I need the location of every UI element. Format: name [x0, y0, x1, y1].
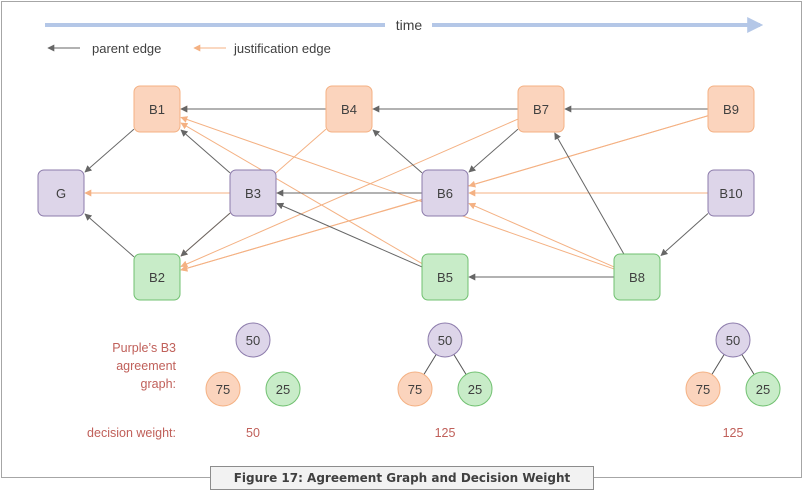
agreement-node-right	[265, 371, 301, 407]
block-b6: B6	[421, 169, 469, 217]
legend-parent-edge-label: parent edge	[92, 41, 161, 56]
block-label: B9	[723, 102, 739, 117]
agreement-node-right	[457, 371, 493, 407]
parent-edge-b3-to-b1	[180, 129, 231, 174]
block-label: B2	[149, 270, 165, 285]
block-box	[613, 253, 661, 301]
agreement-node-value: 25	[276, 382, 290, 397]
decision-weight-value: 50	[246, 426, 260, 440]
parent-edge-b10-to-b8	[660, 213, 709, 257]
agreement-node-value: 75	[216, 382, 230, 397]
timeline-label: time	[396, 17, 423, 33]
parent-edge-b5-to-b3	[276, 202, 423, 268]
decision-weight-value: 125	[435, 426, 456, 440]
block-b2: B2	[133, 253, 181, 301]
block-box	[421, 253, 469, 301]
block-b3: B3	[229, 169, 277, 217]
block-label: B4	[341, 102, 357, 117]
figure-caption: Figure 17: Agreement Graph and Decision …	[210, 466, 594, 490]
agreement-node-top	[235, 322, 271, 358]
agreement-graph-1: 50 75 25 50	[205, 322, 301, 440]
agreement-graph-3: 50 75 25 125	[685, 322, 781, 440]
block-b10: B10	[707, 169, 755, 217]
block-b4: B4	[325, 85, 373, 133]
edges-layer	[84, 105, 709, 281]
parent-edge-b2-to-g	[84, 213, 135, 258]
block-b1: B1	[133, 85, 181, 133]
block-box	[37, 169, 85, 217]
agreement-graph-2: 50 75 25 125	[397, 322, 493, 440]
agreement-node-left	[685, 371, 721, 407]
block-b7: B7	[517, 85, 565, 133]
agreement-label-line-3: graph:	[141, 377, 176, 391]
block-box	[133, 85, 181, 133]
agreement-label-line-1: Purple’s B3	[112, 341, 176, 355]
agreement-node-value: 75	[408, 382, 422, 397]
block-box	[421, 169, 469, 217]
agreement-node-top	[427, 322, 463, 358]
parent-edge-b7-to-b6	[468, 128, 519, 173]
decision-weight-value: 125	[723, 426, 744, 440]
block-label: B6	[437, 186, 453, 201]
legend-justification-edge-label: justification edge	[233, 41, 331, 56]
justification-edge-b8-to-b6	[468, 202, 615, 268]
agreement-node-value: 25	[756, 382, 770, 397]
parent-edge-b1-to-g	[84, 128, 135, 173]
block-label: B1	[149, 102, 165, 117]
block-g: G	[37, 169, 85, 217]
block-box	[325, 85, 373, 133]
agreement-node-left	[205, 371, 241, 407]
block-b8: B8	[613, 253, 661, 301]
block-box	[707, 85, 755, 133]
agreement-node-left	[397, 371, 433, 407]
decision-weight-label: decision weight:	[87, 426, 176, 440]
agreement-node-value: 50	[246, 333, 260, 348]
block-box	[517, 85, 565, 133]
block-label: B7	[533, 102, 549, 117]
parent-edge-b6-to-b4	[372, 129, 423, 174]
agreement-node-value: 75	[696, 382, 710, 397]
block-label: B3	[245, 186, 261, 201]
block-label: B8	[629, 270, 645, 285]
parent-edge-b3-to-b2	[180, 212, 231, 257]
agreement-node-top	[715, 322, 751, 358]
justification-edge-b9-to-b6	[468, 115, 709, 188]
agreement-node-value: 25	[468, 382, 482, 397]
agreement-node-value: 50	[726, 333, 740, 348]
block-box	[229, 169, 277, 217]
block-box	[707, 169, 755, 217]
block-b5: B5	[421, 253, 469, 301]
agreement-node-right	[745, 371, 781, 407]
agreement-node-value: 50	[438, 333, 452, 348]
block-box	[133, 253, 181, 301]
block-b9: B9	[707, 85, 755, 133]
block-label: B5	[437, 270, 453, 285]
block-label: B10	[719, 186, 742, 201]
parent-edge-b8-to-b7	[554, 132, 625, 255]
agreement-label-line-2: agreement	[116, 359, 176, 373]
block-label: G	[56, 186, 66, 201]
agreement-graphs-layer: 50 75 25 50 50 75 25 125 50 75 25 125	[205, 322, 781, 440]
